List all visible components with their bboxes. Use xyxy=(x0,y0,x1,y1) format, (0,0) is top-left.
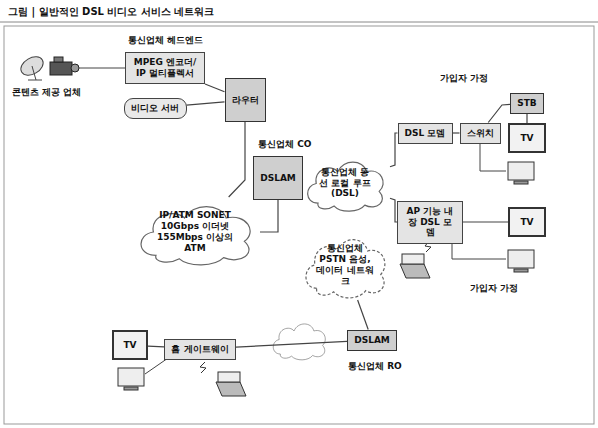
group-label: 통신업체 CO xyxy=(258,138,311,151)
router-box: 라우터 xyxy=(225,78,266,122)
group-label: 콘텐츠 제공 업체 xyxy=(12,86,81,99)
network-link xyxy=(205,84,225,92)
network-link xyxy=(229,122,245,197)
stb-box: STB xyxy=(510,93,544,114)
laptop-icon xyxy=(216,372,246,396)
network-link xyxy=(236,341,347,347)
pc-icon xyxy=(508,250,534,272)
pstn-cloud: 통신업체 PSTN 음성, 데이터 네트워크 xyxy=(298,230,392,300)
node-text: IP/ATM SONET 10Gbps 이더넷 155Mbps 이상의 ATM xyxy=(153,210,237,253)
network-link xyxy=(390,198,397,222)
encoder-box: MPEG 엔코더/ IP 멀티플렉서 xyxy=(125,52,205,84)
video-camera xyxy=(50,57,79,75)
network-link xyxy=(358,300,369,330)
node-text: 홈 게이트웨이 xyxy=(171,344,228,355)
lan-line xyxy=(480,142,506,171)
node-text: 통신업체 PSTN 음성, 데이터 네트워크 xyxy=(315,243,375,286)
frame xyxy=(4,26,594,424)
node-text: 스위치 xyxy=(467,128,494,139)
laptop-icon xyxy=(400,254,430,278)
tv-set: TV xyxy=(112,330,148,360)
network-link xyxy=(260,200,278,232)
node-text: AP 기능 내장 DSL 모뎀 xyxy=(404,206,456,238)
satellite-dish xyxy=(18,53,47,80)
node-text: TV xyxy=(123,340,136,351)
node-text: 비디오 서버 xyxy=(131,103,179,114)
node-text: STB xyxy=(517,98,536,109)
switch-box: 스위치 xyxy=(460,123,501,144)
node-text: TV xyxy=(520,217,533,228)
group-label: 가입자 가정 xyxy=(440,72,488,85)
dsl-modem: DSL 모뎀 xyxy=(398,123,453,144)
group-label: 가입자 가정 xyxy=(470,282,518,295)
network-link xyxy=(526,114,527,124)
title-rule xyxy=(0,22,598,23)
network-link xyxy=(148,345,164,347)
network-link xyxy=(463,221,508,222)
group-label: 통신업체 헤드엔드 xyxy=(128,34,203,47)
tv-set: TV xyxy=(508,123,546,153)
pc-icon xyxy=(118,368,144,390)
wireless-symbol xyxy=(200,362,206,373)
network-link xyxy=(453,132,460,133)
pc-icon xyxy=(508,162,534,184)
local-loop-cloud: 통신업체 동선 로컬 루프(DSL) xyxy=(300,154,390,213)
backbone-cloud: IP/ATM SONET 10Gbps 이더넷 155Mbps 이상의 ATM xyxy=(130,197,260,267)
video-server: 비디오 서버 xyxy=(124,98,187,119)
network-link xyxy=(488,104,510,122)
tv-set: TV xyxy=(508,207,546,237)
node-text: DSLAM xyxy=(260,173,296,184)
node-text: MPEG 엔코더/ IP 멀티플렉서 xyxy=(132,57,198,79)
figure-title: 그림 | 일반적인 DSL 비디오 서비스 네트워크 xyxy=(8,5,214,19)
node-text: DSLAM xyxy=(354,335,390,346)
dslam-box: DSLAM xyxy=(347,330,397,351)
dslam-box: DSLAM xyxy=(253,156,303,200)
feed-line xyxy=(79,68,126,69)
network-cloud xyxy=(273,324,325,360)
node-text: 라우터 xyxy=(232,95,259,106)
network-link xyxy=(390,133,398,167)
node-text: TV xyxy=(520,133,533,144)
node-text: 통신업체 동선 로컬 루프(DSL) xyxy=(317,167,373,199)
group-label: 통신업체 RO xyxy=(348,360,402,373)
network-link xyxy=(187,102,225,105)
home-gateway: 홈 게이트웨이 xyxy=(164,339,236,360)
ap-dsl-modem: AP 기능 내장 DSL 모뎀 xyxy=(397,201,463,244)
node-text: DSL 모뎀 xyxy=(405,128,446,139)
